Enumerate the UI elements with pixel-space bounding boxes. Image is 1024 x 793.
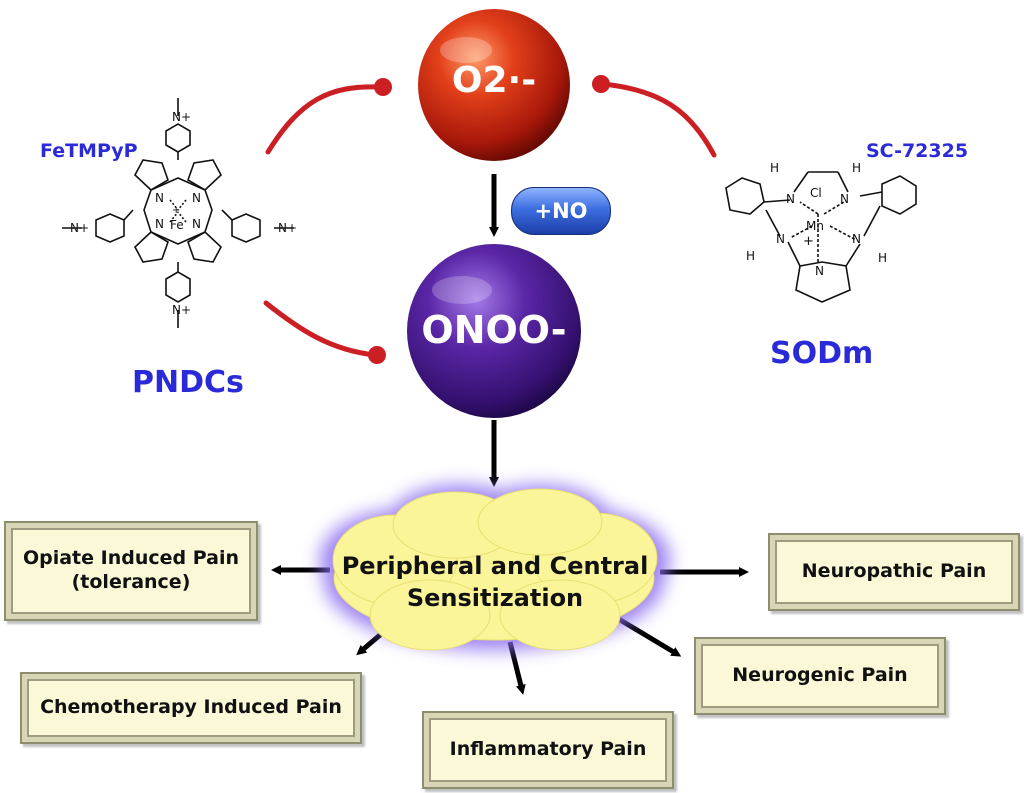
chemotherapy-pain-box: Chemotherapy Induced Pain	[20, 672, 362, 744]
inhibition-dots	[368, 75, 610, 364]
inhibition-dot	[592, 75, 610, 93]
sensitization-line-2: Sensitization	[406, 584, 584, 613]
sc72325-atoms: Cl Mn + N N N N N H H H H	[746, 161, 887, 278]
fetmpyp-structure	[62, 98, 294, 328]
atom-n: N	[786, 192, 795, 206]
sensitization-cloud	[320, 485, 670, 651]
arrow-to-inflammatory	[507, 641, 526, 695]
inhibition-dot	[374, 78, 392, 96]
opiate-pain-line-1: Opiate Induced Pain	[22, 547, 240, 570]
neuropathic-pain-box: Neuropathic Pain	[768, 533, 1020, 611]
atom-h: H	[770, 161, 779, 175]
inhibition-links	[263, 81, 717, 358]
peroxynitrite-sphere	[407, 244, 581, 418]
inflammatory-pain-box: Inflammatory Pain	[422, 711, 674, 789]
superoxide-sphere	[418, 9, 570, 161]
atom-n: N	[852, 232, 861, 246]
opiate-pain-line-2: (tolerance)	[71, 571, 191, 593]
atom-mn: Mn	[806, 219, 824, 233]
inhibition-dot	[368, 346, 386, 364]
sphere-highlight	[440, 37, 492, 63]
atom-n-ring: N	[192, 191, 201, 205]
flow-arrows	[271, 174, 749, 695]
inhibition-curve-left-top	[265, 84, 383, 155]
atom-h: H	[878, 251, 887, 265]
atom-fe: Fe	[170, 218, 184, 232]
atom-mn-charge: +	[803, 234, 814, 249]
opiate-pain-box: Opiate Induced Pain (tolerance)	[4, 521, 258, 621]
atom-fe-charge: +	[172, 205, 180, 216]
atom-h: H	[746, 249, 755, 263]
inhibition-curve-left-bottom	[263, 300, 378, 358]
atom-h: H	[852, 161, 861, 175]
peroxynitrite-label: ONOO-	[421, 308, 567, 352]
sensitization-line-1: Peripheral and Central	[341, 552, 649, 580]
fetmpyp-name: FeTMPyP	[40, 140, 138, 162]
inhibition-curve-right-top	[600, 81, 717, 158]
sphere-highlight	[432, 276, 492, 304]
sc72325-name: SC-72325	[866, 140, 969, 162]
sc72325-structure	[725, 171, 917, 303]
atom-n: N	[815, 264, 824, 278]
atom-n: N	[840, 192, 849, 206]
fetmpyp-atoms: Fe + N+ N+ N+ N+ N N N N	[70, 110, 297, 317]
atom-n: N	[776, 232, 785, 246]
atom-n-ring: N	[192, 217, 201, 231]
atom-n-right: N+	[278, 221, 297, 235]
sensitization-text: Peripheral and Central Sensitization	[330, 550, 660, 615]
pndcs-label: PNDCs	[132, 365, 244, 400]
nitric-oxide-pill: +NO	[511, 187, 611, 235]
atom-n-top: N+	[172, 110, 191, 124]
sodm-label: SODm	[770, 336, 874, 371]
atom-cl: Cl	[810, 186, 822, 200]
atom-n-bottom: N+	[172, 303, 191, 317]
superoxide-label: O2·-	[451, 60, 537, 101]
atom-n-ring: N	[155, 191, 164, 205]
neurogenic-pain-box: Neurogenic Pain	[694, 637, 946, 715]
atom-n-left: N+	[70, 221, 89, 235]
atom-n-ring: N	[155, 217, 164, 231]
